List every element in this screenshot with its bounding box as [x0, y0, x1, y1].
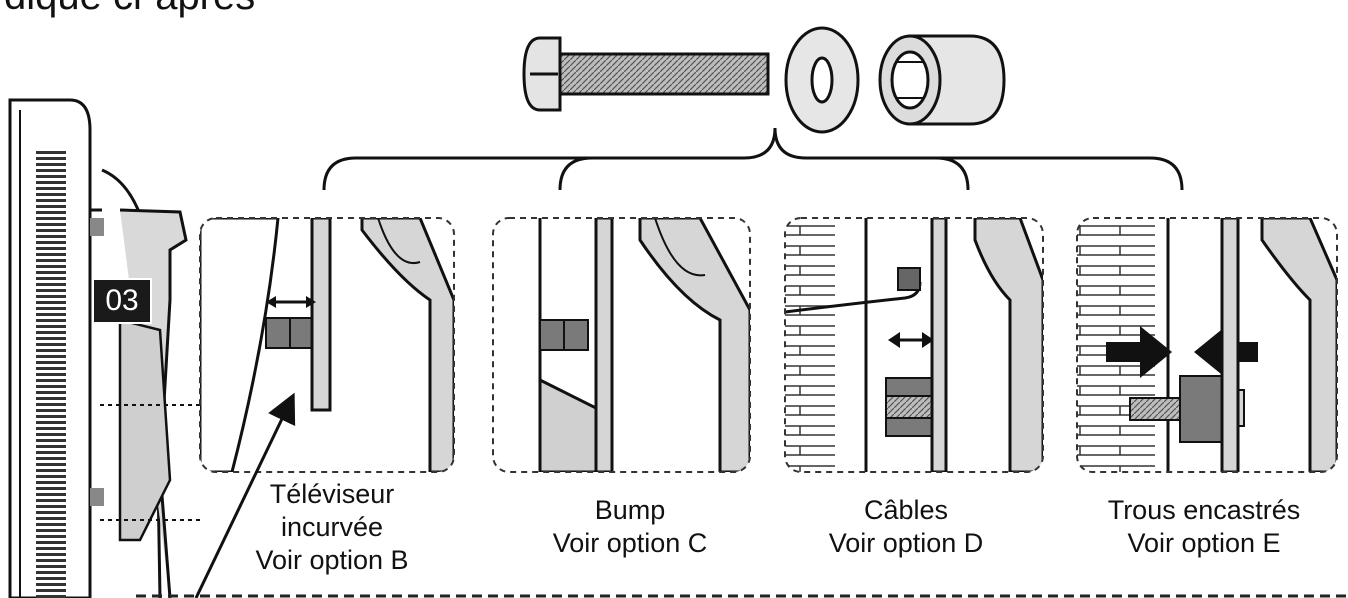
option-caption-curved-tv: Téléviseur incurvée Voir option B — [232, 478, 432, 577]
washer-part — [784, 26, 860, 134]
option-ref: Voir option D — [828, 528, 984, 558]
detail-panel-recessed-holes — [1077, 218, 1337, 472]
option-ref: Voir option B — [255, 545, 409, 575]
detail-panel-curved-tv — [200, 218, 454, 472]
option-name: Câbles — [863, 495, 949, 525]
option-name: Bump — [594, 495, 666, 525]
detail-panel-cables — [785, 218, 1043, 472]
step-badge: 03 — [92, 278, 152, 324]
option-name-line2: incurvée — [280, 512, 384, 542]
option-caption-recessed-holes: Trous encastrés Voir option E — [1072, 494, 1336, 560]
grouping-brace — [322, 127, 1184, 191]
option-ref: Voir option C — [552, 528, 708, 558]
pointer-arrow — [194, 392, 296, 598]
option-ref: Voir option E — [1127, 528, 1281, 558]
option-caption-cables: Câbles Voir option D — [796, 494, 1016, 560]
page-heading: dique ci-après — [4, 0, 255, 19]
option-name: Trous encastrés — [1107, 495, 1301, 525]
option-caption-bump: Bump Voir option C — [520, 494, 740, 560]
option-name-line1: Téléviseur — [269, 479, 395, 509]
tv-side-view — [8, 98, 200, 598]
spacer-part — [878, 34, 1006, 126]
detail-panel-bump — [493, 218, 750, 472]
screw-part — [522, 36, 770, 112]
